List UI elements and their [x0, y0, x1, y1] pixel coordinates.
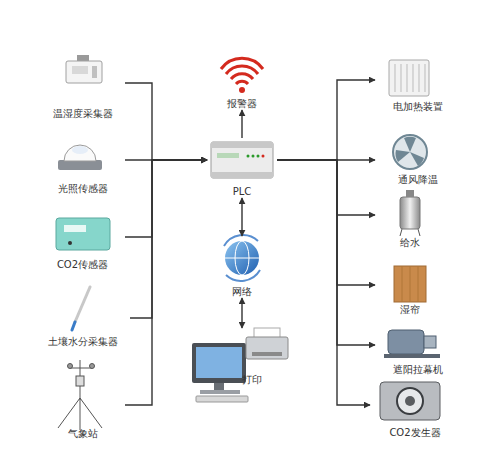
- device-label: 气象站: [30, 428, 135, 440]
- co2-generator-icon: [380, 382, 440, 420]
- signal-connector: [277, 160, 375, 215]
- signal-connector: [277, 80, 375, 160]
- signal-connector: [277, 160, 375, 285]
- device-label: 网络: [202, 286, 282, 298]
- signal-connector: [277, 160, 375, 345]
- device-node: 光照传感器: [40, 135, 125, 195]
- light-sensor-icon: [58, 145, 102, 170]
- signal-connector: [125, 160, 207, 237]
- shade-motor-icon: [384, 330, 440, 358]
- device-node: 给水: [375, 193, 445, 249]
- device-node: 报警器: [212, 58, 272, 110]
- device-label: 温湿度采集器: [30, 108, 135, 120]
- signal-connector: [241, 298, 242, 328]
- device-node: 遮阳拉幕机: [375, 322, 460, 376]
- signal-connector: [130, 160, 207, 318]
- plc-icon: [211, 142, 273, 178]
- device-label: 电加热装置: [365, 101, 470, 113]
- device-label: 湿帘: [365, 304, 455, 316]
- water-tank-icon: [400, 190, 420, 236]
- signal-connector: [125, 160, 207, 405]
- device-node: 湿帘: [375, 263, 445, 316]
- device-node: PLC: [207, 138, 277, 198]
- device-node: CO2发生器: [370, 375, 460, 439]
- signal-connector: [277, 160, 370, 405]
- device-label: 给水: [365, 237, 455, 249]
- co2-sensor-icon: [56, 218, 110, 250]
- signal-connector: [241, 110, 242, 138]
- network-globe-icon: [224, 235, 260, 281]
- heater-icon: [389, 60, 429, 96]
- soil-probe-icon: [72, 287, 90, 330]
- computer-icon: [192, 343, 248, 402]
- device-node: 网络: [212, 236, 272, 298]
- fan-icon: [393, 135, 427, 169]
- device-node: CO2传感器: [40, 213, 125, 271]
- signal-connector: [125, 83, 207, 160]
- wet-curtain-icon: [394, 266, 426, 302]
- device-node: 电加热装置: [375, 58, 460, 113]
- device-node: 温湿度采集器: [40, 55, 125, 120]
- device-node: 土壤水分采集器: [35, 283, 130, 348]
- device-node: 打印: [187, 328, 297, 403]
- device-label: 打印: [242, 374, 262, 403]
- alarm-icon: [221, 58, 263, 93]
- device-label: PLC: [197, 186, 287, 198]
- humidity-sensor-icon: [66, 55, 102, 83]
- device-label: 报警器: [202, 98, 282, 110]
- weather-station-icon: [58, 360, 102, 430]
- device-label: CO2传感器: [30, 259, 135, 271]
- device-label: CO2发生器: [360, 427, 470, 439]
- signal-connector: [241, 198, 242, 236]
- device-label: 通风降温: [365, 174, 470, 186]
- device-label: 光照传感器: [30, 183, 135, 195]
- device-label: 遮阳拉幕机: [365, 364, 470, 376]
- printer-icon: [246, 328, 288, 359]
- device-label: 土壤水分采集器: [25, 336, 140, 348]
- device-node: 气象站: [40, 355, 125, 440]
- device-node: 通风降温: [375, 132, 460, 186]
